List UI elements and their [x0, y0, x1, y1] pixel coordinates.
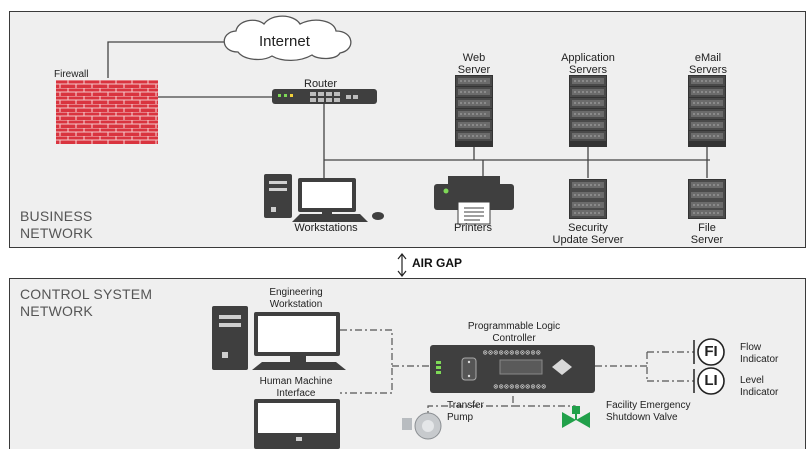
air-gap-arrow-icon [397, 253, 407, 277]
level-indicator-label-line2: Indicator [740, 387, 779, 398]
hmi-label: Human Machine Interface [240, 376, 352, 400]
email-servers-label-line2: Servers [689, 64, 727, 76]
security-update-server-label: Security Update Server [542, 222, 634, 246]
application-servers-icon [569, 75, 607, 147]
firewall-icon [56, 80, 158, 144]
engineering-workstation-label-line2: Workstation [269, 299, 323, 310]
shutdown-valve-label-line2: Shutdown Valve [606, 412, 678, 423]
plc-label: Programmable Logic Controller [448, 321, 580, 345]
security-update-server-label-line1: Security [568, 222, 608, 234]
firewall-label: Firewall [54, 69, 89, 80]
workstations-label: Workstations [294, 222, 358, 234]
engineering-workstation-label: Engineering Workstation [246, 287, 346, 311]
engineering-workstation-label-line1: Engineering [269, 287, 323, 298]
business-network-label: BUSINESS NETWORK [20, 208, 93, 242]
business-network-links [107, 41, 710, 178]
hmi-label-line1: Human Machine [259, 376, 333, 387]
svg-text:⊗⊗⊗⊗⊗⊗⊗⊗⊗⊗: ⊗⊗⊗⊗⊗⊗⊗⊗⊗⊗ [493, 382, 546, 391]
business-network-label-line2: NETWORK [20, 225, 93, 241]
email-servers-label-line1: eMail [694, 52, 722, 64]
flow-indicator-label-line1: Flow [740, 342, 762, 353]
control-system-network-label: CONTROL SYSTEM NETWORK [20, 286, 152, 320]
web-server-label: Web Server [450, 52, 498, 76]
plc-label-line2: Controller [492, 333, 536, 344]
security-update-server-icon [569, 179, 607, 219]
level-indicator-symbol: LI [704, 372, 718, 389]
level-indicator-label: Level Indicator [740, 375, 778, 399]
transfer-pump-label-line1: Transfer [447, 400, 484, 411]
control-system-network-label-line1: CONTROL SYSTEM [20, 286, 153, 302]
file-server-label-line2: Server [690, 234, 724, 246]
printers-label: Printers [454, 222, 492, 234]
plc-icon: ⊗⊗⊗⊗⊗⊗⊗⊗⊗⊗⊗ ⊗⊗⊗⊗⊗⊗⊗⊗⊗⊗ [430, 345, 595, 393]
engineering-workstation-icon [212, 306, 346, 370]
workstation-icon [264, 174, 384, 222]
flow-indicator-symbol: FI [704, 343, 718, 360]
application-servers-label: Application Servers [550, 52, 626, 76]
level-indicator-icon [693, 367, 725, 395]
flow-indicator-icon [693, 338, 725, 366]
shutdown-valve-label-line1: Facility Emergency [606, 400, 691, 411]
email-servers-icon [688, 75, 726, 147]
file-server-label: File Server [680, 222, 734, 246]
flow-indicator-label: Flow Indicator [740, 342, 778, 366]
business-network-label-line1: BUSINESS [20, 208, 93, 224]
hmi-label-line2: Interface [276, 388, 316, 399]
flow-indicator-label-line2: Indicator [740, 354, 779, 365]
email-servers-label: eMail Servers [674, 52, 742, 76]
internet-cloud [223, 15, 352, 62]
file-server-label-line1: File [698, 222, 716, 234]
printer-icon [434, 176, 514, 225]
web-server-label-line1: Web [462, 52, 486, 64]
file-server-icon [688, 179, 726, 219]
shutdown-valve-icon [562, 406, 590, 428]
internet-label: Internet [259, 33, 310, 50]
web-server-label-line2: Server [457, 64, 491, 76]
shutdown-valve-label: Facility Emergency Shutdown Valve [606, 400, 690, 424]
plc-label-line1: Programmable Logic [467, 321, 561, 332]
router-icon [272, 89, 377, 104]
application-servers-label-line2: Servers [569, 64, 607, 76]
application-servers-label-line1: Application [561, 52, 615, 64]
security-update-server-label-line2: Update Server [552, 234, 624, 246]
svg-text:⊗⊗⊗⊗⊗⊗⊗⊗⊗⊗⊗: ⊗⊗⊗⊗⊗⊗⊗⊗⊗⊗⊗ [483, 348, 541, 357]
hmi-icon [254, 399, 340, 449]
level-indicator-label-line1: Level [740, 375, 764, 386]
control-system-network-label-line2: NETWORK [20, 303, 93, 319]
air-gap-label: AIR GAP [412, 256, 463, 270]
transfer-pump-label: Transfer Pump [447, 400, 484, 424]
web-server-icon [455, 75, 493, 147]
transfer-pump-label-line2: Pump [447, 412, 474, 423]
router-label: Router [304, 78, 338, 90]
transfer-pump-icon [402, 412, 442, 440]
